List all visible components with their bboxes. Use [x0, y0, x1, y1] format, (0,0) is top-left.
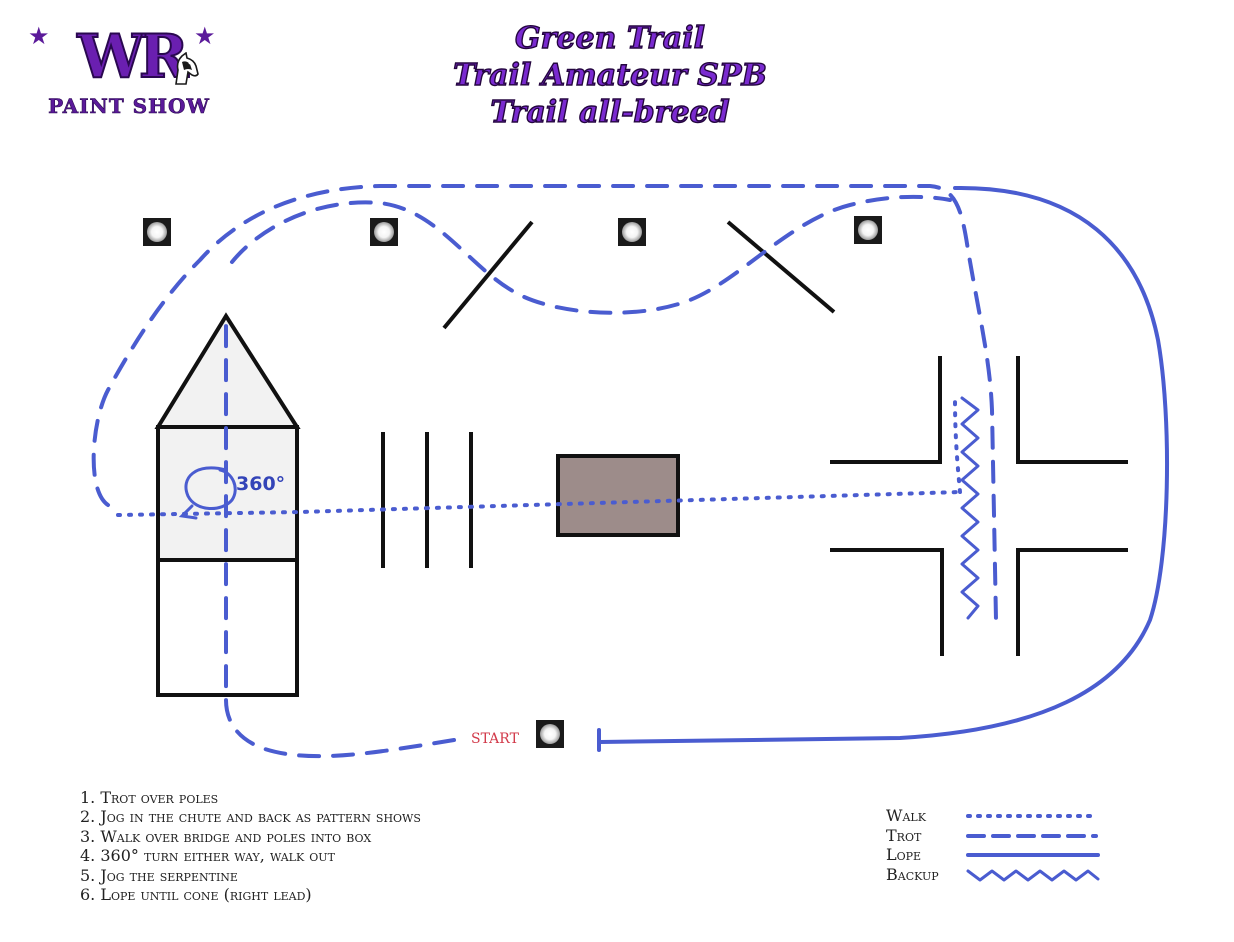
trot-path-chute	[224, 318, 456, 759]
instruction-2: 2. Jog in the chute and back as pattern …	[80, 807, 421, 827]
legend-lope-label: Lope	[886, 845, 922, 864]
diagonal-pole-right	[726, 220, 836, 314]
walk-path-up	[953, 398, 962, 494]
cone-4	[854, 216, 882, 244]
wr-paint-show-logo: ★ ★ WR PAINT SHOW	[28, 22, 228, 122]
backup-zigzag-line-icon	[966, 869, 1100, 881]
logo-text: PAINT SHOW	[48, 94, 210, 119]
cone-3	[618, 218, 646, 246]
horse-head-icon	[175, 52, 199, 85]
instruction-1: 1. Trot over poles	[80, 788, 219, 807]
trot-path-serpentine	[230, 194, 952, 315]
turn-360-arrow	[178, 504, 198, 520]
walk-dotted-line-icon	[966, 814, 1096, 818]
legend-walk: Walk	[886, 806, 1126, 826]
start-label: START	[471, 731, 520, 747]
instruction-6: 6. Lope until cone (right lead)	[80, 885, 312, 905]
legend-trot: Trot	[886, 826, 1126, 846]
class-titles: Green Trail Trail Amateur SPB Trail all-…	[400, 20, 820, 131]
legend-lope: Lope	[886, 845, 1126, 865]
start-cone	[536, 720, 564, 748]
cone-1	[143, 218, 171, 246]
instruction-4: 4. 360° turn either way, walk out	[80, 846, 335, 866]
turn-360-label: 360°	[236, 473, 285, 495]
trot-path-outer-loop	[91, 184, 998, 622]
lope-solid-line-icon	[966, 853, 1100, 857]
legend-trot-label: Trot	[886, 825, 922, 845]
cone-2	[370, 218, 398, 246]
logo-star-left-icon: ★	[28, 22, 50, 50]
corner-poles	[830, 356, 1128, 656]
title-line-2: Trail Amateur SPB	[452, 57, 767, 93]
logo-star-right-icon: ★	[194, 22, 216, 50]
diagonal-pole-left	[442, 220, 534, 330]
title-line-3: Trail all-breed	[490, 94, 731, 130]
instruction-5: 5. Jog the serpentine	[80, 865, 238, 885]
legend-backup: Backup	[886, 865, 1126, 885]
legend: Walk Trot Lope Backup	[886, 806, 1126, 884]
pattern-instructions: 1. Trot over poles 2. Jog in the chute a…	[80, 788, 640, 904]
bridge-box	[556, 454, 680, 537]
lope-path	[598, 185, 1170, 744]
logo-letters: WR	[76, 22, 189, 92]
legend-backup-label: Backup	[886, 864, 939, 884]
instruction-3: 3. Walk over bridge and poles into box	[80, 826, 372, 846]
title-line-1: Green Trail	[514, 20, 706, 56]
trot-dashed-line-icon	[966, 833, 1098, 838]
backup-path	[960, 396, 980, 620]
turn-360-loop	[184, 466, 237, 510]
legend-walk-label: Walk	[886, 806, 926, 825]
